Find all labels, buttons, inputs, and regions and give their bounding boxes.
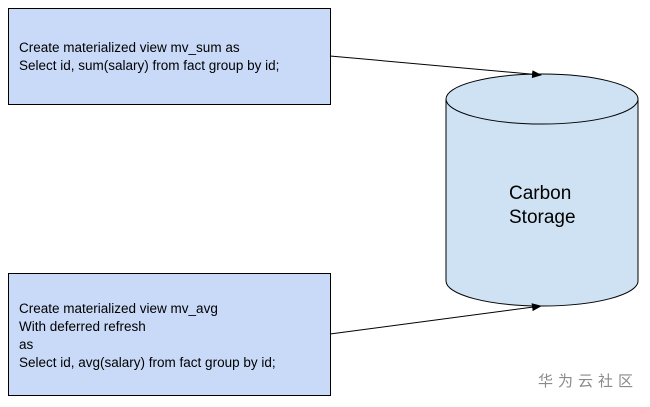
mv-avg-line-1: Create materialized view mv_avg [19, 301, 218, 316]
mv-avg-box-rect [8, 273, 331, 396]
cylinder-top [445, 73, 639, 125]
mv-avg-line-4: Select id, avg(salary) from fact group b… [19, 355, 276, 370]
watermark-text: 华为云社区 [537, 372, 638, 390]
storage-label-line-2: Storage [509, 207, 576, 228]
storage-label-line-1: Carbon [509, 183, 571, 204]
arrow-mv-avg-to-storage [329, 303, 542, 335]
mv-sum-line-1: Create materialized view mv_sum as [19, 40, 240, 55]
mv-avg-box: Create materialized view mv_avg With def… [8, 273, 331, 396]
arrow-mv-sum-to-storage [329, 55, 542, 79]
cylinder-body [445, 99, 639, 307]
mv-sum-line-2: Select id, sum(salary) from fact group b… [19, 58, 279, 73]
carbon-storage-cylinder: Carbon Storage [445, 73, 639, 307]
mv-sum-box-rect [8, 8, 331, 105]
mv-avg-line-3: as [19, 337, 34, 352]
mv-sum-box: Create materialized view mv_sum as Selec… [8, 8, 331, 105]
mv-avg-line-2: With deferred refresh [19, 319, 146, 334]
